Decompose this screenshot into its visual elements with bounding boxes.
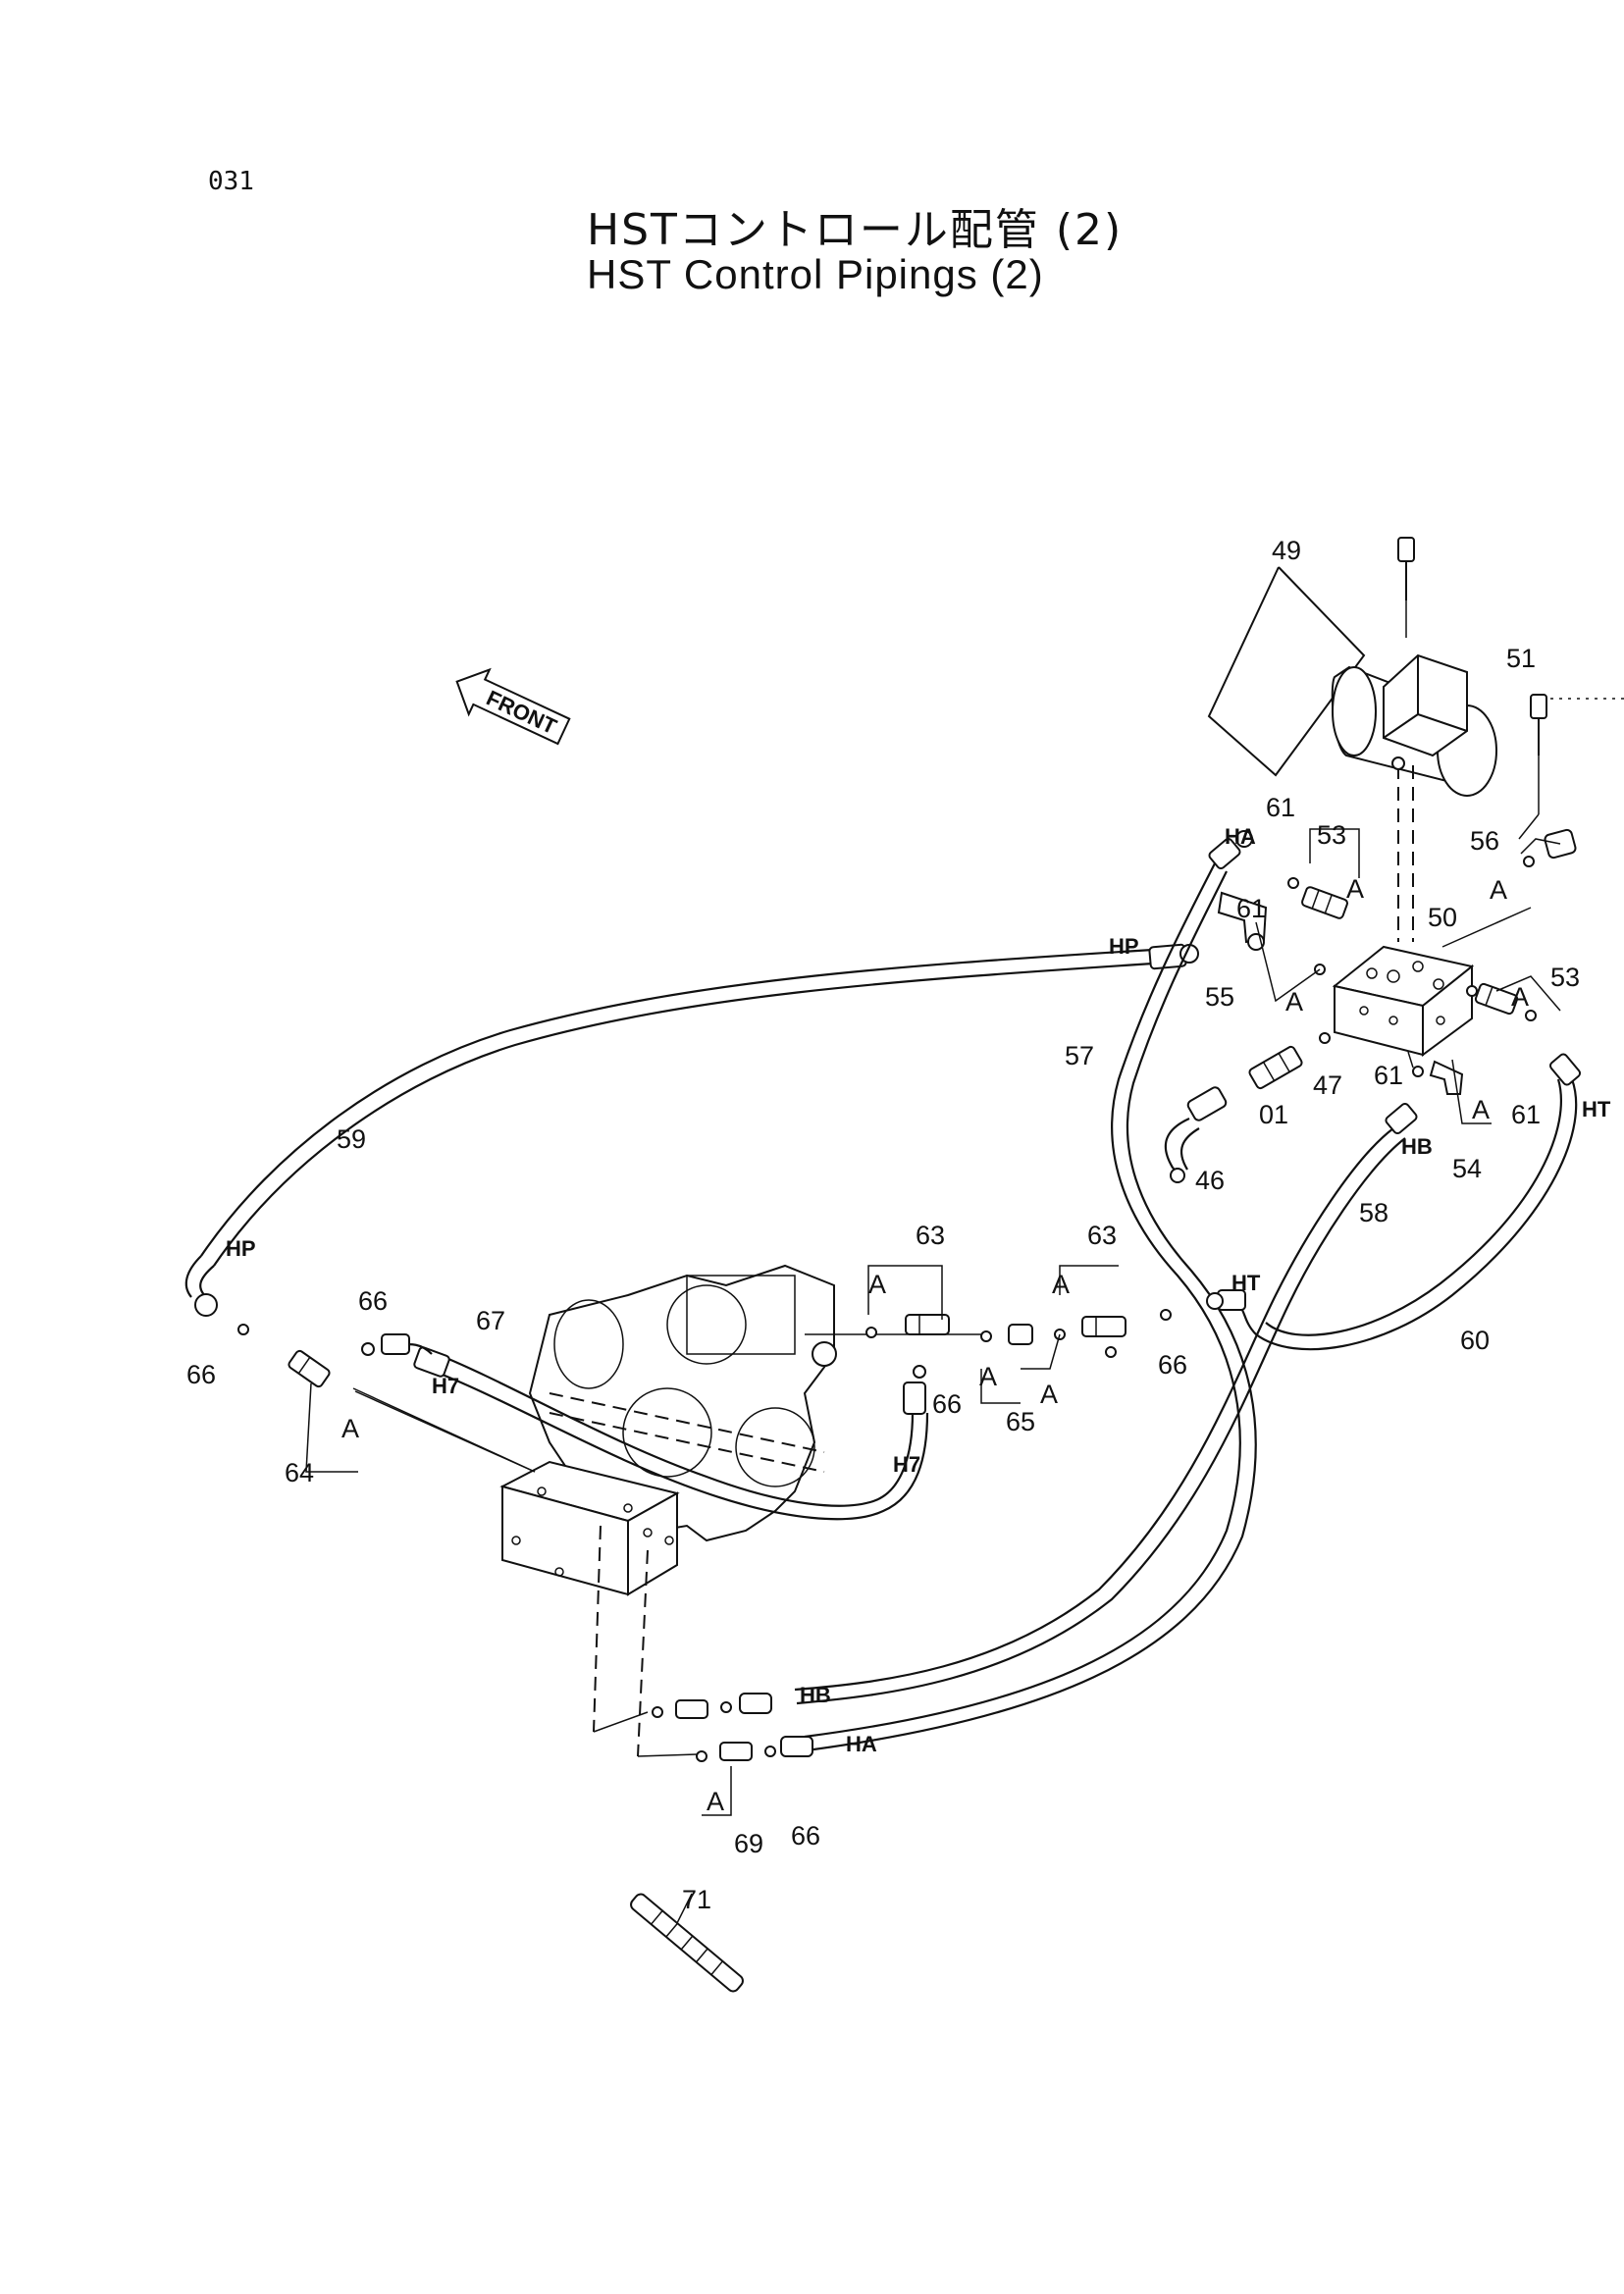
port-label-ha-top: HA — [1225, 824, 1256, 849]
callout-58: 58 — [1359, 1198, 1388, 1227]
callout-01: 01 — [1259, 1100, 1288, 1129]
callout-65: 65 — [1006, 1407, 1035, 1436]
mark-a-8: A — [979, 1362, 997, 1391]
fittings-top-right — [1164, 828, 1577, 1183]
callout-61-right: 61 — [1511, 1100, 1541, 1129]
callout-71: 71 — [682, 1885, 711, 1914]
mark-a-7: A — [1052, 1270, 1070, 1299]
callout-labels: 49 51 61 53 56 61 50 55 53 57 47 01 61 6… — [186, 536, 1580, 1914]
callout-55: 55 — [1205, 982, 1234, 1012]
title-japanese: HSTコントロール配管 (2) — [587, 205, 1124, 255]
hose-port-labels: HA HP HT HB HP HT H7 H7 HB HA — [226, 824, 1611, 1756]
callout-66-mid: 66 — [932, 1389, 962, 1419]
port-label-hb-bottom: HB — [800, 1683, 831, 1707]
bracket-lines — [305, 828, 1561, 1816]
port-label-ht-mid: HT — [1231, 1271, 1261, 1295]
callout-57: 57 — [1065, 1041, 1094, 1070]
mark-a-4: A — [1511, 982, 1529, 1012]
port-label-h7-right: H7 — [893, 1452, 920, 1477]
mark-a-1: A — [1346, 874, 1364, 904]
mark-a-10: A — [707, 1787, 724, 1816]
pilot-valve-assembly — [1207, 537, 1624, 942]
callout-54: 54 — [1452, 1154, 1482, 1183]
page-number: 031 — [208, 167, 254, 196]
callout-53-lower: 53 — [1550, 963, 1580, 992]
front-arrow: FRONT — [455, 667, 571, 746]
valve-block-lower — [352, 1387, 698, 1757]
callout-61-lower: 61 — [1374, 1061, 1403, 1090]
mark-a-3: A — [1285, 987, 1303, 1017]
mark-a-11: A — [1040, 1380, 1058, 1409]
title-english: HST Control Pipings (2) — [587, 251, 1044, 297]
callout-56: 56 — [1470, 826, 1499, 856]
mark-a-5: A — [1472, 1095, 1490, 1124]
callout-50: 50 — [1428, 903, 1457, 932]
fittings-lower — [652, 1693, 813, 1762]
callout-46: 46 — [1195, 1166, 1225, 1195]
callout-64: 64 — [285, 1458, 314, 1487]
mark-a-2: A — [1490, 875, 1507, 905]
port-label-ha-bottom: HA — [846, 1732, 877, 1756]
callout-47: 47 — [1313, 1070, 1342, 1100]
port-label-ht-right: HT — [1582, 1097, 1611, 1121]
callout-60: 60 — [1460, 1326, 1490, 1355]
manifold-block — [1332, 907, 1532, 1057]
callout-66-upper: 66 — [358, 1286, 388, 1316]
port-label-hp-left: HP — [226, 1236, 256, 1261]
mark-a-9: A — [341, 1414, 359, 1443]
callout-66-bottom: 66 — [791, 1821, 820, 1851]
front-label: FRONT — [483, 686, 561, 740]
callout-61-upper: 61 — [1266, 793, 1295, 822]
callout-66-left: 66 — [186, 1360, 216, 1389]
port-label-hp-top: HP — [1109, 934, 1139, 959]
callout-63-left: 63 — [916, 1221, 945, 1250]
callout-51: 51 — [1506, 644, 1536, 673]
callout-69: 69 — [734, 1829, 763, 1858]
callout-59: 59 — [337, 1124, 366, 1154]
fittings-left — [237, 1324, 536, 1473]
port-label-hb-mid: HB — [1401, 1134, 1433, 1159]
fittings-middle — [865, 1309, 1172, 1379]
port-label-h7-left: H7 — [432, 1374, 459, 1398]
callout-66-right: 66 — [1158, 1350, 1187, 1380]
callout-61-mid: 61 — [1236, 894, 1266, 923]
callout-53-upper: 53 — [1317, 820, 1346, 850]
hose-67 — [392, 1343, 929, 1521]
tool-71 — [630, 1893, 744, 1993]
callout-67: 67 — [476, 1306, 505, 1335]
callout-63-right: 63 — [1087, 1221, 1117, 1250]
hst-pump-body — [528, 1264, 991, 1542]
mark-a-6: A — [868, 1270, 886, 1299]
connection-marks: A A A A A A A A A A A — [341, 874, 1529, 1816]
hoses-upper — [184, 830, 1582, 1752]
callout-49: 49 — [1272, 536, 1301, 565]
